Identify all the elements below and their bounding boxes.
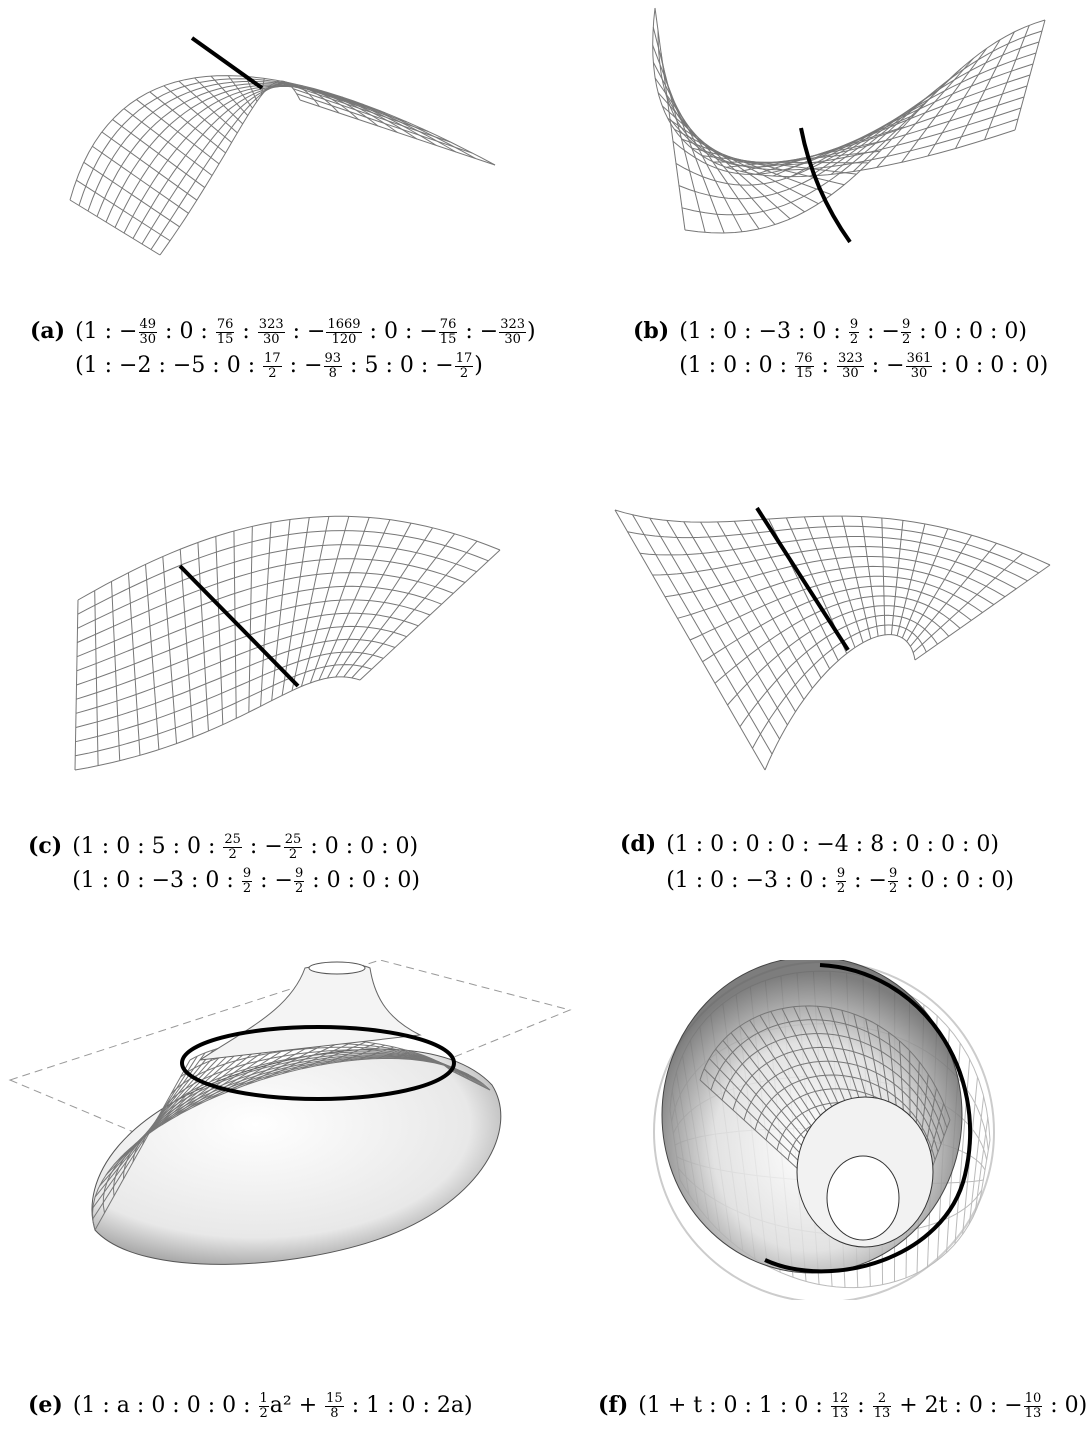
surface-figure-e bbox=[0, 960, 580, 1300]
wireframe-a bbox=[69, 75, 496, 256]
highlight-curve-f bbox=[764, 963, 972, 1274]
caption-d: (d)(1 : 0 : 0 : 0 : −4 : 8 : 0 : 0 : 0)(… bbox=[620, 833, 1014, 901]
surface-figure-b bbox=[545, 0, 1089, 300]
caption-line: (c)(1 : 0 : −3 : 0 : 92 : −92 : 0 : 0 : … bbox=[72, 866, 421, 896]
subfigure-label: (b) bbox=[633, 318, 670, 345]
surface-figure-c bbox=[0, 470, 545, 790]
subfigure-label: (e) bbox=[28, 1392, 63, 1419]
wireframe-b bbox=[652, 7, 1046, 234]
surface-figure-a bbox=[0, 0, 545, 300]
surface-figure-d bbox=[545, 470, 1089, 790]
highlight-curve-e bbox=[180, 1025, 456, 1101]
subfigure-label: (a) bbox=[30, 318, 66, 345]
highlight-curve-a bbox=[190, 36, 264, 90]
wireframe-d bbox=[614, 509, 1051, 771]
caption-line: (a)(1 : −2 : −5 : 0 : 172 : −938 : 5 : 0… bbox=[75, 351, 483, 381]
subfigure-label: (d) bbox=[620, 831, 657, 857]
highlight-curve-b bbox=[799, 127, 852, 244]
highlight-curve-c bbox=[178, 564, 300, 688]
caption-line: (d)(1 : 0 : 0 : 0 : −4 : 8 : 0 : 0 : 0) bbox=[620, 831, 999, 857]
caption-line: (d)(1 : 0 : −3 : 0 : 92 : −92 : 0 : 0 : … bbox=[666, 866, 1014, 896]
subfigure-label: (c) bbox=[28, 833, 63, 860]
wireframe-c bbox=[74, 515, 501, 771]
surface-figure-f bbox=[580, 960, 1089, 1300]
highlight-curve-d bbox=[755, 506, 850, 652]
subfigure-label: (f) bbox=[598, 1392, 629, 1419]
